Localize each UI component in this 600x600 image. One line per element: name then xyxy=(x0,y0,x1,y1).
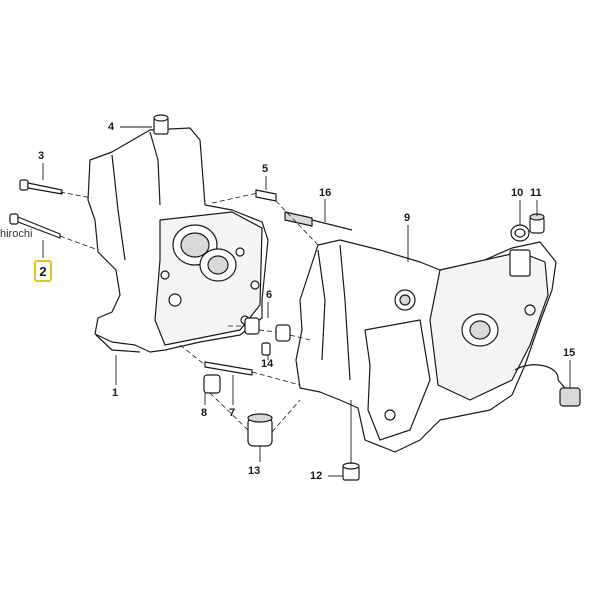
callout-11[interactable]: 11 xyxy=(530,187,542,199)
key-part-16 xyxy=(284,211,353,231)
bolt-part-2 xyxy=(9,213,61,239)
callout-13[interactable]: 13 xyxy=(248,465,261,477)
alignment-lines xyxy=(59,191,319,433)
housing-half-right xyxy=(295,239,557,453)
callout-12[interactable]: 12 xyxy=(310,470,323,482)
sleeve-part-13 xyxy=(247,413,273,447)
seal-ring-part-10 xyxy=(510,224,530,242)
plug-part-11 xyxy=(529,213,545,234)
dowel-sleeves-part-6 xyxy=(244,317,291,342)
callout-10[interactable]: 10 xyxy=(511,187,524,199)
callout-6[interactable]: 6 xyxy=(266,289,273,301)
highlighted-callout-2[interactable]: 2 xyxy=(34,260,52,282)
leader-lines xyxy=(42,126,571,477)
callout-14[interactable]: 14 xyxy=(261,358,274,370)
pin-part-14 xyxy=(261,342,271,356)
callout-1[interactable]: 1 xyxy=(112,387,119,399)
breather-fitting-part-4 xyxy=(153,114,169,135)
drain-plug-part-12 xyxy=(342,462,360,481)
callout-15[interactable]: 15 xyxy=(563,347,576,359)
shaft-part-7 xyxy=(204,361,253,376)
callout-16[interactable]: 16 xyxy=(319,187,332,199)
callout-8[interactable]: 8 xyxy=(201,407,208,419)
watermark-text: hirochi xyxy=(0,228,33,240)
callout-label-2: 2 xyxy=(39,263,47,279)
callout-3[interactable]: 3 xyxy=(38,150,45,162)
bolt-part-3 xyxy=(19,179,63,195)
housing-half-left xyxy=(87,127,269,353)
callout-5[interactable]: 5 xyxy=(262,163,269,175)
bushing-part-8 xyxy=(203,374,221,394)
pin-part-5 xyxy=(255,189,277,202)
callout-4[interactable]: 4 xyxy=(108,121,115,133)
callout-7[interactable]: 7 xyxy=(229,407,236,419)
callout-9[interactable]: 9 xyxy=(404,212,411,224)
